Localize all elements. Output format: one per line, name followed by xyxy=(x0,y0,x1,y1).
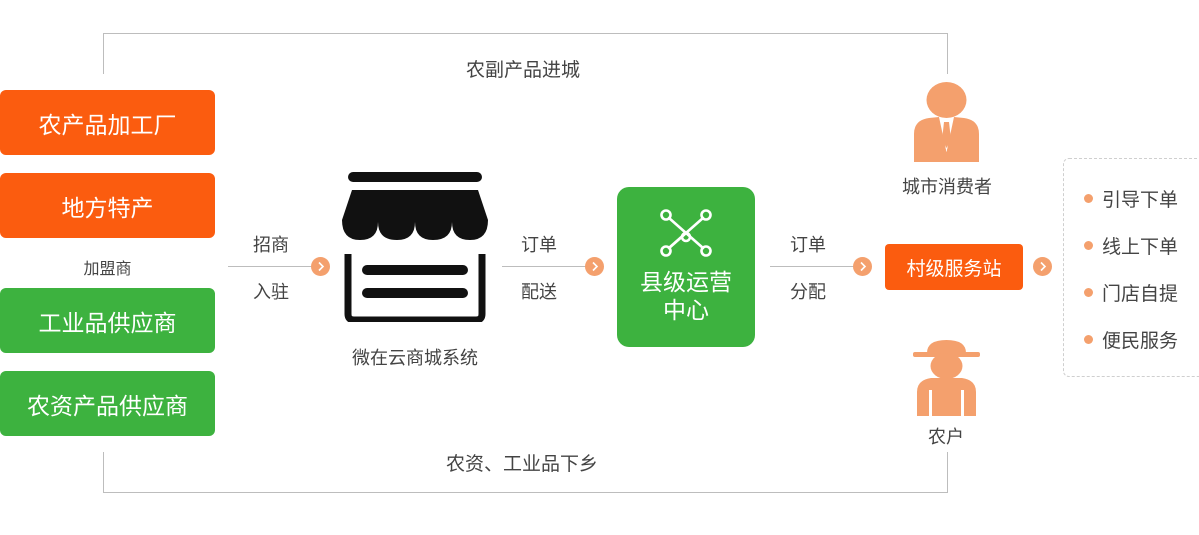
bullet-icon xyxy=(1084,335,1093,344)
list-item: 线上下单 xyxy=(1084,232,1178,259)
consumer-icon xyxy=(913,82,980,162)
supplier-box-industrial: 工业品供应商 xyxy=(0,288,215,353)
farmer-label: 农户 xyxy=(928,427,964,448)
bottom-flow-bracket xyxy=(103,452,948,493)
franchisee-caption: 加盟商 xyxy=(83,259,132,278)
mall-label: 微在云商城系统 xyxy=(352,348,478,369)
center-title-line2: 中心 xyxy=(663,298,709,324)
list-item: 便民服务 xyxy=(1084,326,1178,353)
supplier-box-agri-materials: 农资产品供应商 xyxy=(0,371,215,436)
bullet-icon xyxy=(1084,288,1093,297)
step1-connector xyxy=(228,266,312,267)
list-item: 门店自提 xyxy=(1084,279,1178,306)
chevron-right-icon xyxy=(1033,257,1052,276)
farmer-icon xyxy=(913,340,980,416)
chevron-right-icon xyxy=(853,257,872,276)
chevron-right-icon xyxy=(585,257,604,276)
service-label: 便民服务 xyxy=(1102,330,1179,352)
chevron-right-icon xyxy=(311,257,330,276)
step3-top-label: 订单 xyxy=(790,235,826,256)
village-service-station: 村级服务站 xyxy=(885,244,1023,290)
bullet-icon xyxy=(1084,194,1093,203)
step2-bottom-label: 配送 xyxy=(521,282,557,303)
county-operations-center: 县级运营 中心 xyxy=(617,187,755,347)
step2-connector xyxy=(502,266,586,267)
service-label: 门店自提 xyxy=(1102,283,1179,305)
service-label: 引导下单 xyxy=(1102,189,1179,211)
step1-top-label: 招商 xyxy=(253,235,289,256)
center-title: 县级运营 中心 xyxy=(617,269,755,325)
center-title-line1: 县级运营 xyxy=(640,270,732,296)
network-icon xyxy=(659,209,713,257)
list-item: 引导下单 xyxy=(1084,185,1178,212)
step1-bottom-label: 入驻 xyxy=(253,282,289,303)
top-flow-label: 农副产品进城 xyxy=(466,59,581,81)
step3-connector xyxy=(770,266,854,267)
supplier-box-local-specialty: 地方特产 xyxy=(0,173,215,238)
consumer-label: 城市消费者 xyxy=(902,177,992,198)
bullet-icon xyxy=(1084,241,1093,250)
top-flow-bracket xyxy=(103,33,948,74)
bottom-flow-label: 农资、工业品下乡 xyxy=(446,453,599,475)
supplier-box-processing-plant: 农产品加工厂 xyxy=(0,90,215,155)
storefront-icon xyxy=(342,172,488,324)
services-panel: 引导下单 线上下单 门店自提 便民服务 xyxy=(1063,158,1199,377)
service-label: 线上下单 xyxy=(1102,236,1179,258)
step3-bottom-label: 分配 xyxy=(790,282,826,303)
step2-top-label: 订单 xyxy=(521,235,557,256)
